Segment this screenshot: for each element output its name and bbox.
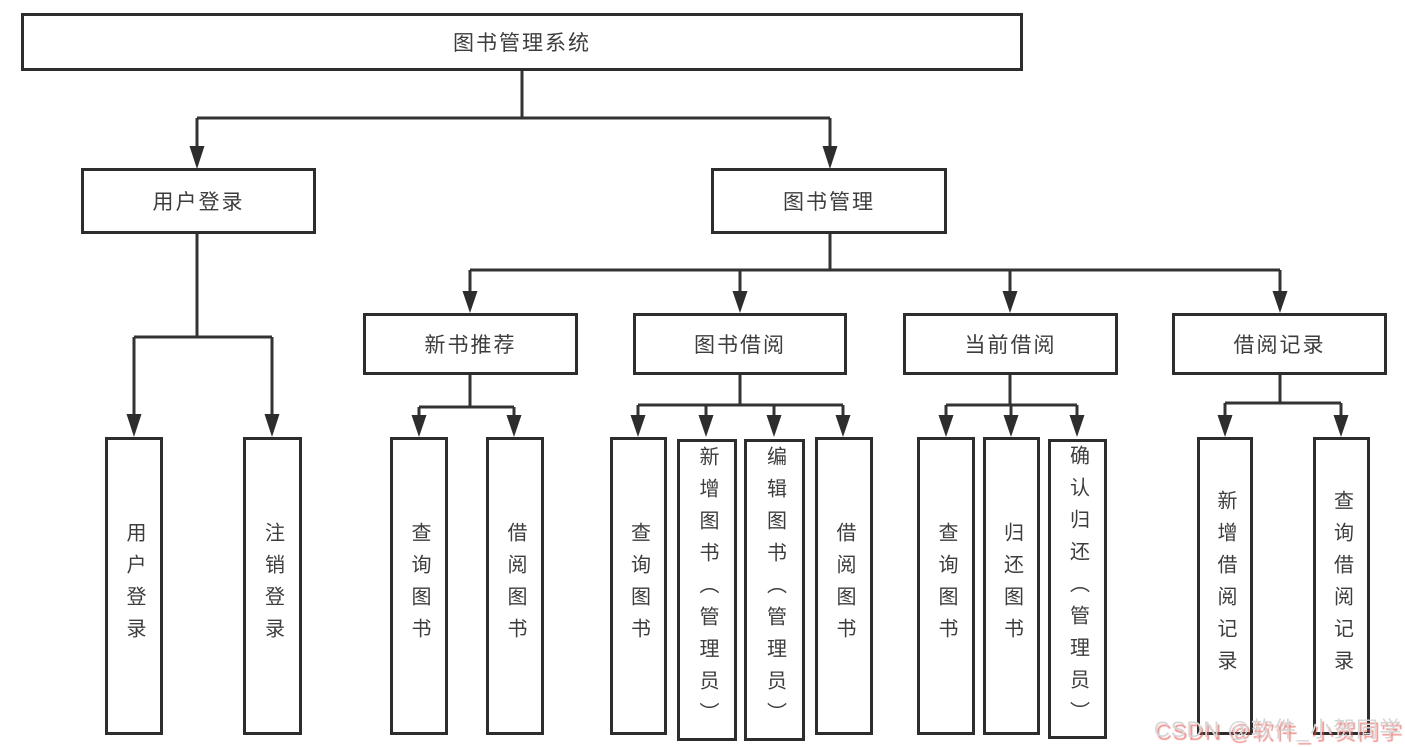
leaf-borrow-books-label: 借阅图书 [833,522,855,650]
leaf-edit-books-admin-label: 编辑图书（管理员） [763,446,786,734]
node-book-mgmt: 图书管理 [711,168,947,234]
leaf-logout: 注销登录 [243,437,302,735]
connector-root-to-level2 [189,71,838,169]
leaf-confirm-return-admin-label: 确认归还（管理员） [1066,445,1089,733]
node-current-borrow-label: 当前借阅 [964,334,1057,357]
leaf-recommend-query-books-label: 查询图书 [408,522,430,650]
node-book-borrow: 图书借阅 [633,313,847,375]
leaf-borrow-books: 借阅图书 [815,437,873,735]
leaf-recommend-borrow-books: 借阅图书 [486,437,544,735]
node-current-borrow: 当前借阅 [903,313,1118,375]
leaf-recommend-query-books: 查询图书 [390,437,448,735]
leaf-edit-books-admin: 编辑图书（管理员） [744,439,805,741]
leaf-recommend-borrow-books-label: 借阅图书 [504,522,526,650]
leaf-add-books-admin-label: 新增图书（管理员） [696,446,718,734]
leaf-return-books: 归还图书 [983,437,1040,735]
connector-user-login-to-leaves [126,234,280,437]
leaf-return-books-label: 归还图书 [1000,522,1023,650]
leaf-borrow-query-books-label: 查询图书 [627,522,650,650]
leaf-user-login: 用户登录 [105,437,163,735]
connector-current-borrow-to-leaves [938,375,1085,437]
connector-book-borrow-to-leaves [630,375,851,437]
connector-borrow-records-to-leaves [1217,375,1349,437]
node-user-login: 用户登录 [81,168,316,234]
connector-book-mgmt-to-level3 [462,234,1288,313]
leaf-add-borrow-record-label: 新增借阅记录 [1214,490,1236,682]
node-book-borrow-label: 图书借阅 [694,334,786,357]
node-borrow-records-label: 借阅记录 [1233,334,1326,357]
node-borrow-records: 借阅记录 [1172,313,1387,375]
leaf-confirm-return-admin: 确认归还（管理员） [1048,439,1107,739]
node-user-login-label: 用户登录 [152,191,245,214]
leaf-current-query-books-label: 查询图书 [935,522,957,650]
leaf-query-borrow-record: 查询借阅记录 [1313,437,1370,735]
leaf-borrow-query-books: 查询图书 [610,437,667,735]
leaf-add-books-admin: 新增图书（管理员） [677,439,737,741]
node-new-book-recommend: 新书推荐 [363,313,578,375]
leaf-query-borrow-record-label: 查询借阅记录 [1330,490,1353,682]
node-root-label: 图书管理系统 [453,32,591,55]
connector-new-book-to-leaves [411,375,522,437]
csdn-watermark: CSDN @软件_小贺同学 [1153,717,1402,742]
leaf-current-query-books: 查询图书 [917,437,975,735]
node-new-book-recommend-label: 新书推荐 [424,334,517,357]
leaf-user-login-label: 用户登录 [123,522,145,650]
leaf-add-borrow-record: 新增借阅记录 [1197,437,1253,735]
node-root: 图书管理系统 [21,13,1023,71]
node-book-mgmt-label: 图书管理 [783,191,875,214]
leaf-logout-label: 注销登录 [261,522,284,650]
